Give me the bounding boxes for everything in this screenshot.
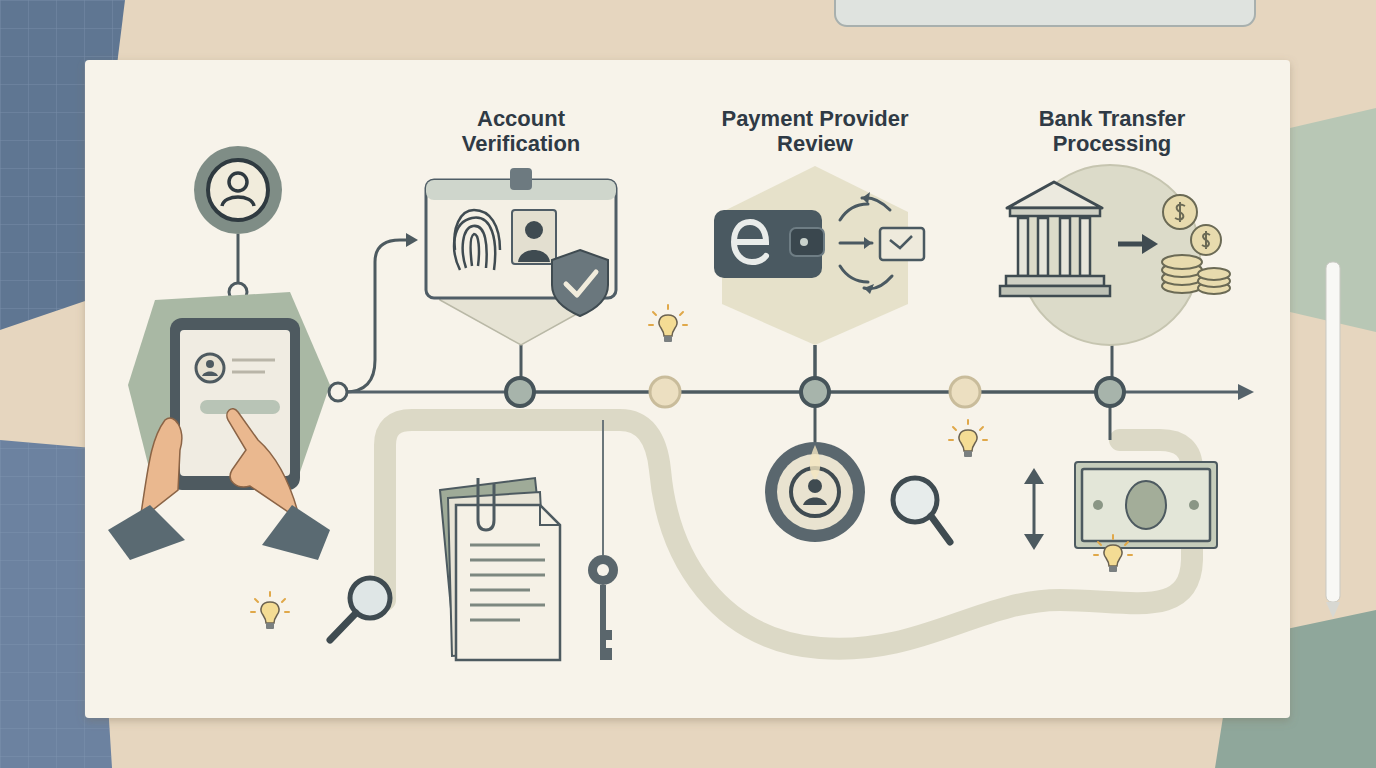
step-node: Bank Transfer Processing bbox=[992, 100, 1232, 345]
step-heading: Bank Transfer Processing bbox=[1012, 106, 1212, 157]
step-node: Account Verification bbox=[410, 100, 632, 345]
step-heading: Payment Provider Review bbox=[715, 106, 915, 157]
step-heading: Account Verification bbox=[434, 106, 609, 157]
step-node: Payment Provider Review bbox=[700, 100, 930, 345]
